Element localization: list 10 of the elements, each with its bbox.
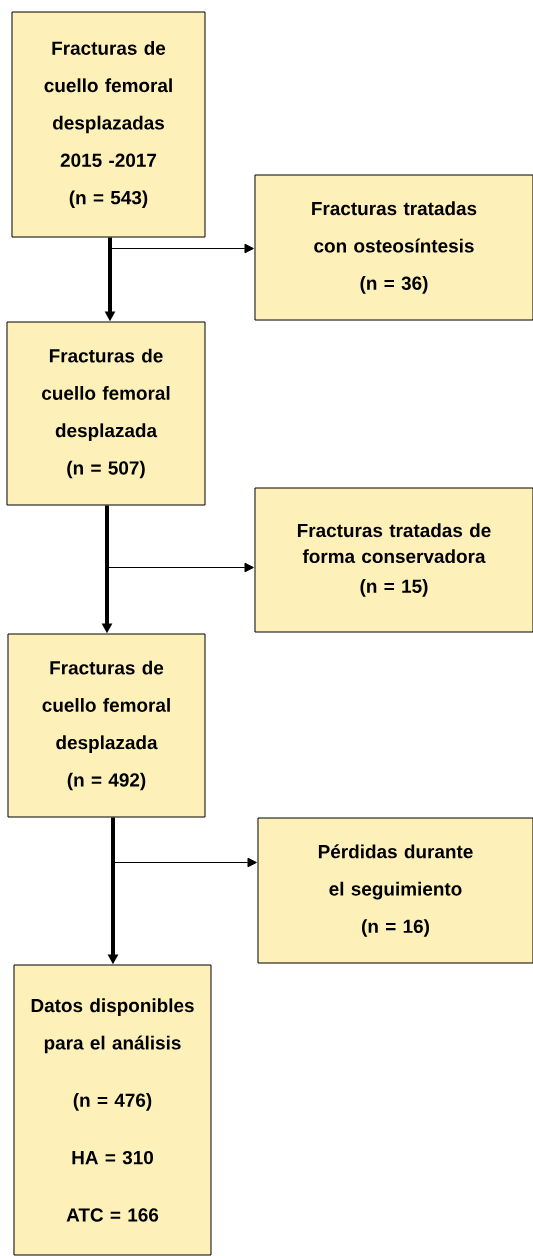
- arrow: [112, 857, 257, 868]
- process-box: Pérdidas durante el seguimiento (n = 16): [257, 817, 533, 964]
- process-box: Fracturas de cuello femoral desplazada (n = 507): [6, 321, 206, 506]
- process-box: Fracturas tratadas de forma conservadora (n = 15): [254, 487, 533, 633]
- process-box: Fracturas de cuello femoral desplazada (n = 492): [7, 633, 206, 818]
- arrow: [106, 562, 254, 573]
- process-box: Datos disponibles para el análisis (n = 476) HA = 310 ATC = 166: [13, 964, 212, 1256]
- process-box: Fracturas de cuello femoral desplazadas 2015 -2017 (n = 543): [11, 11, 206, 238]
- arrow: [109, 243, 254, 254]
- process-box: Fracturas tratadas con osteosíntesis (n = 36): [254, 174, 533, 321]
